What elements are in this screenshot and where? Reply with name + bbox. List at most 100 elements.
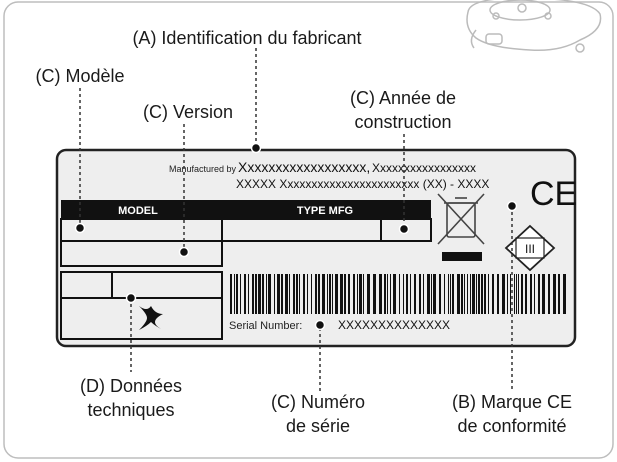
barcode-bar xyxy=(393,274,396,314)
serial-number-value: XXXXXXXXXXXXXX xyxy=(338,318,450,332)
barcode-bar xyxy=(244,274,246,314)
barcode-bar xyxy=(518,274,519,314)
weee-bin-icon xyxy=(437,193,485,245)
barcode-bar xyxy=(492,274,494,314)
barcode-bar xyxy=(277,274,280,314)
manufacturer-name: Xxxxxxxxxxxxxxxxxx, xyxy=(238,159,370,175)
label-year-2: construction xyxy=(354,112,451,132)
barcode-bar xyxy=(327,274,328,314)
barcode-bar xyxy=(390,274,391,314)
barcode-bar xyxy=(484,274,486,314)
tech-data-box xyxy=(60,271,223,340)
barcode-bar xyxy=(255,274,257,314)
barcode-bar xyxy=(467,274,468,314)
barcode-bar xyxy=(457,274,460,314)
barcode-bar xyxy=(266,274,267,314)
barcode-bar xyxy=(472,274,475,314)
barcode-bar xyxy=(542,274,545,314)
barcode-bar xyxy=(252,274,254,314)
barcode-bar xyxy=(423,274,424,314)
barcode-bar xyxy=(373,274,376,314)
barcode-bar xyxy=(344,274,346,314)
barcode-bar xyxy=(293,274,295,314)
barcode-bar xyxy=(236,274,238,314)
barcode-bar xyxy=(439,274,441,314)
robot-icon xyxy=(466,0,602,53)
barcode-bar xyxy=(431,274,432,314)
barcode-bar xyxy=(450,274,451,314)
barcode-bar xyxy=(410,274,411,314)
barcode-bar xyxy=(521,274,523,314)
label-ce-1: (B) Marque CE xyxy=(452,392,572,412)
barcode-bar xyxy=(476,274,477,314)
barcode-bar xyxy=(262,274,264,314)
barcode-bar xyxy=(307,274,308,314)
barcode-bar xyxy=(470,274,471,314)
barcode-bar xyxy=(558,274,560,314)
label-ce-2: de conformité xyxy=(457,416,566,436)
barcode-bar xyxy=(359,274,362,314)
header-model: MODEL xyxy=(118,205,158,217)
barcode-bar xyxy=(414,274,416,314)
manufactured-by-prefix: Manufactured by xyxy=(169,164,237,174)
barcode-bar xyxy=(353,274,355,314)
barcode-bar xyxy=(461,274,463,314)
weee-bar xyxy=(442,252,482,261)
barcode-bar xyxy=(318,274,320,314)
barcode-bar xyxy=(340,274,343,314)
barcode-bar xyxy=(538,274,540,314)
barcode-bar xyxy=(363,274,364,314)
barcode-bar xyxy=(285,274,288,314)
barcode xyxy=(230,274,566,314)
serial-number-label: Serial Number: xyxy=(229,320,302,332)
barcode-bar xyxy=(303,274,305,314)
class-iii-icon: III xyxy=(504,224,556,272)
barcode-bar xyxy=(234,274,235,314)
ce-mark: CE xyxy=(530,175,577,213)
barcode-bar xyxy=(240,274,241,314)
barcode-bar xyxy=(274,274,275,314)
barcode-bar xyxy=(514,274,515,314)
manufacturer-address-2: XXXXX Xxxxxxxxxxxxxxxxxxxxxxx (XX) - XXX… xyxy=(236,177,489,191)
barcode-bar xyxy=(510,274,511,314)
barcode-bar xyxy=(322,274,325,314)
leader-dots xyxy=(74,142,518,331)
barcode-bar xyxy=(289,274,290,314)
model-type-grid xyxy=(60,218,432,267)
barcode-bar xyxy=(497,274,499,314)
barcode-bar xyxy=(258,274,261,314)
barcode-bar xyxy=(230,274,232,314)
barcode-bar xyxy=(488,274,489,314)
barcode-bar xyxy=(548,274,550,314)
barcode-bar xyxy=(452,274,454,314)
barcode-bar xyxy=(367,274,370,314)
label-manufacturer-id: (A) Identification du fabricant xyxy=(132,28,361,48)
barcode-bar xyxy=(399,274,400,314)
barcode-bar xyxy=(384,274,386,314)
barcode-bar xyxy=(507,274,508,314)
barcode-bar xyxy=(299,274,300,314)
barcode-bar xyxy=(433,274,436,314)
barcode-bar xyxy=(387,274,388,314)
barcode-bar xyxy=(448,274,449,314)
barcode-bar xyxy=(281,274,283,314)
barcode-bar xyxy=(516,274,517,314)
barcode-bar xyxy=(553,274,556,314)
barcode-bar xyxy=(534,274,535,314)
header-bar xyxy=(61,200,431,219)
label-model: (C) Modèle xyxy=(35,66,124,86)
barcode-bar xyxy=(525,274,527,314)
barcode-bar xyxy=(379,274,382,314)
label-year-1: (C) Année de xyxy=(350,88,456,108)
barcode-bar xyxy=(502,274,505,314)
barcode-bar xyxy=(419,274,421,314)
barcode-bar xyxy=(248,274,249,314)
manufacturer-address-1: Xxxxxxxxxxxxxxxxx xyxy=(372,161,476,175)
class-iii-text: III xyxy=(525,242,535,256)
label-serial-1: (C) Numéro xyxy=(271,392,365,412)
label-serial-2: de série xyxy=(286,416,350,436)
barcode-bar xyxy=(427,274,430,314)
label-tech-2: techniques xyxy=(87,400,174,420)
